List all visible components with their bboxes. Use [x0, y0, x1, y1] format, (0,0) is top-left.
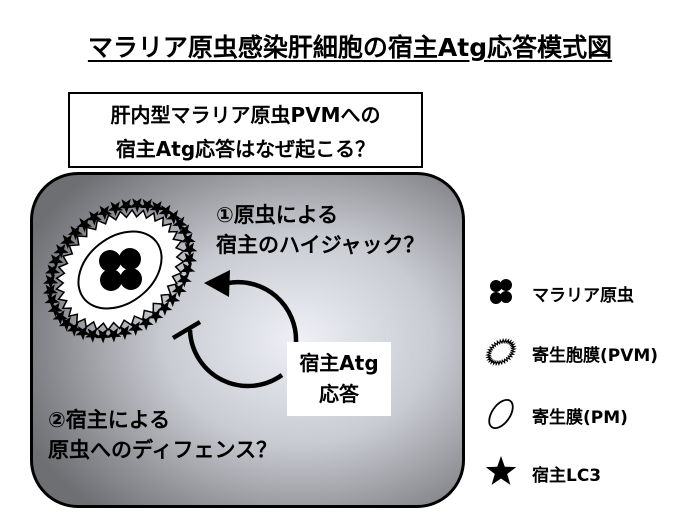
lc3-star-icon — [48, 253, 64, 269]
lc3-star-icon — [182, 242, 198, 258]
hypothesis-1: ①原虫による 宿主のハイジャック？ — [216, 200, 425, 260]
lc3-star-icon — [43, 274, 59, 290]
hypothesis-1-line1: ①原虫による — [216, 203, 339, 227]
lc3-star-icon — [139, 198, 156, 214]
lc3-star-icon — [166, 210, 182, 225]
parasite-icon — [99, 248, 142, 291]
lc3-star-icon — [42, 284, 59, 299]
hypothesis-1-line2: 宿主のハイジャック？ — [216, 233, 425, 257]
pm-membrane-icon — [77, 230, 163, 310]
defense-inhibit-line — [187, 329, 284, 389]
legend-pvm-icon — [485, 337, 517, 367]
lc3-star-icon — [106, 327, 122, 343]
lc3-star-icon — [97, 205, 113, 221]
lc3-star-icon — [164, 292, 181, 307]
lc3-star-icon — [129, 197, 145, 213]
lc3-star-icon — [157, 301, 173, 316]
lc3-stars — [42, 197, 198, 344]
question-line1: 肝内型マラリア原虫PVMへの — [110, 103, 381, 127]
lc3-star-icon — [149, 200, 165, 216]
hypothesis-2-line1: ②宿主による — [48, 408, 171, 432]
legend-pm-icon — [488, 399, 514, 429]
lc3-star-icon — [53, 243, 69, 259]
lc3-star-icon — [85, 328, 101, 343]
legend-icons — [485, 279, 517, 485]
lc3-star-icon — [158, 204, 174, 220]
lc3-star-icon — [76, 217, 92, 233]
lc3-star-icon — [67, 225, 84, 241]
lc3-star-icon — [95, 328, 111, 344]
lc3-star-icon — [172, 216, 188, 232]
lc3-star-icon — [171, 282, 187, 298]
lc3-star-icon — [86, 210, 102, 226]
inhibit-bar-icon — [171, 320, 202, 340]
arrowhead-icon — [204, 270, 230, 297]
feedback-arrows — [171, 270, 299, 389]
question-box: 肝内型マラリア原虫PVMへの 宿主Atg応答はなぜ起こる？ — [68, 92, 423, 168]
host-atg-response-box: 宿主Atg 応答 — [287, 342, 391, 416]
lc3-star-icon — [181, 252, 198, 268]
lc3-star-icon — [118, 198, 134, 214]
legend-star-icon — [485, 456, 517, 485]
legend-parasite-icon — [490, 279, 512, 304]
lc3-star-icon — [177, 224, 193, 239]
atg-line1: 宿主Atg — [299, 351, 379, 375]
legend-lc3-label: 宿主LC3 — [532, 466, 602, 486]
parasite-vacuole — [42, 197, 198, 344]
lc3-star-icon — [117, 325, 133, 340]
question-line2: 宿主Atg応答はなぜ起こる？ — [115, 137, 376, 161]
lc3-star-icon — [176, 272, 192, 288]
lc3-star-icon — [58, 316, 75, 332]
hypothesis-2: ②宿主による 原虫へのディフェンス？ — [48, 405, 277, 465]
title-text: マラリア原虫感染肝細胞の宿主Atg応答模式図 — [87, 33, 613, 62]
lc3-star-icon — [107, 201, 124, 217]
atg-line2: 応答 — [319, 382, 359, 406]
lc3-star-icon — [44, 264, 61, 279]
lc3-star-icon — [44, 293, 60, 309]
lc3-star-icon — [180, 233, 196, 248]
hijack-arrow — [227, 279, 299, 343]
hypothesis-2-line2: 原虫へのディフェンス？ — [48, 438, 278, 462]
diagram-title: マラリア原虫感染肝細胞の宿主Atg応答模式図 — [0, 28, 700, 64]
lc3-star-icon — [60, 234, 76, 249]
legend-pm-label: 寄生膜(PM) — [532, 408, 628, 428]
legend-pvm-label: 寄生胞膜(PVM) — [532, 346, 659, 366]
legend-parasite-label: マラリア原虫 — [532, 286, 634, 306]
lc3-star-icon — [180, 262, 196, 278]
